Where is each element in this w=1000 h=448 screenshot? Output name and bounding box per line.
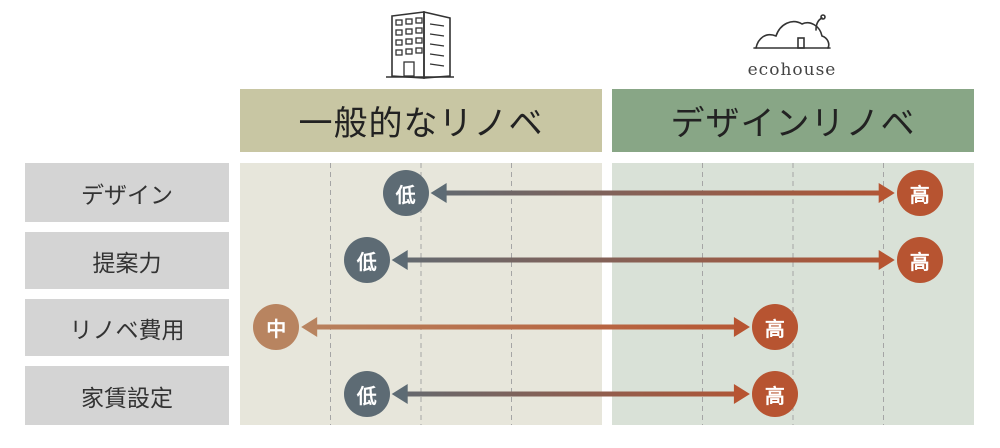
column-header-general: 一般的なリノベ	[240, 89, 602, 152]
arrow-head-left	[301, 317, 318, 337]
arrow-head-right	[878, 250, 895, 270]
ecohouse-logo-icon	[752, 12, 832, 54]
level-badge-start: 低	[343, 237, 390, 283]
level-badge-start: 低	[343, 371, 390, 417]
column-header-design: デザインリノベ	[612, 89, 974, 152]
row-label-proposal: 提案力	[25, 232, 229, 289]
level-badge-start: 低	[382, 170, 429, 216]
ecohouse-logo-text: ecohouse	[747, 60, 837, 80]
arrow-head-right	[733, 317, 750, 337]
level-badge-end: 高	[896, 170, 943, 216]
level-badge-end: 高	[751, 304, 798, 350]
arrow-head-right	[733, 384, 750, 404]
arrow-head-left	[430, 183, 447, 203]
level-badge-end: 高	[751, 371, 798, 417]
row-label-design: デザイン	[25, 163, 229, 222]
arrow-head-right	[878, 183, 895, 203]
level-badge-start: 中	[253, 304, 300, 350]
level-badge-end: 高	[896, 237, 943, 283]
arrow-head-left	[391, 250, 408, 270]
row-label-cost: リノベ費用	[25, 299, 229, 356]
arrow-head-left	[391, 384, 408, 404]
office-building-icon	[384, 10, 456, 82]
row-label-rent: 家賃設定	[25, 366, 229, 425]
